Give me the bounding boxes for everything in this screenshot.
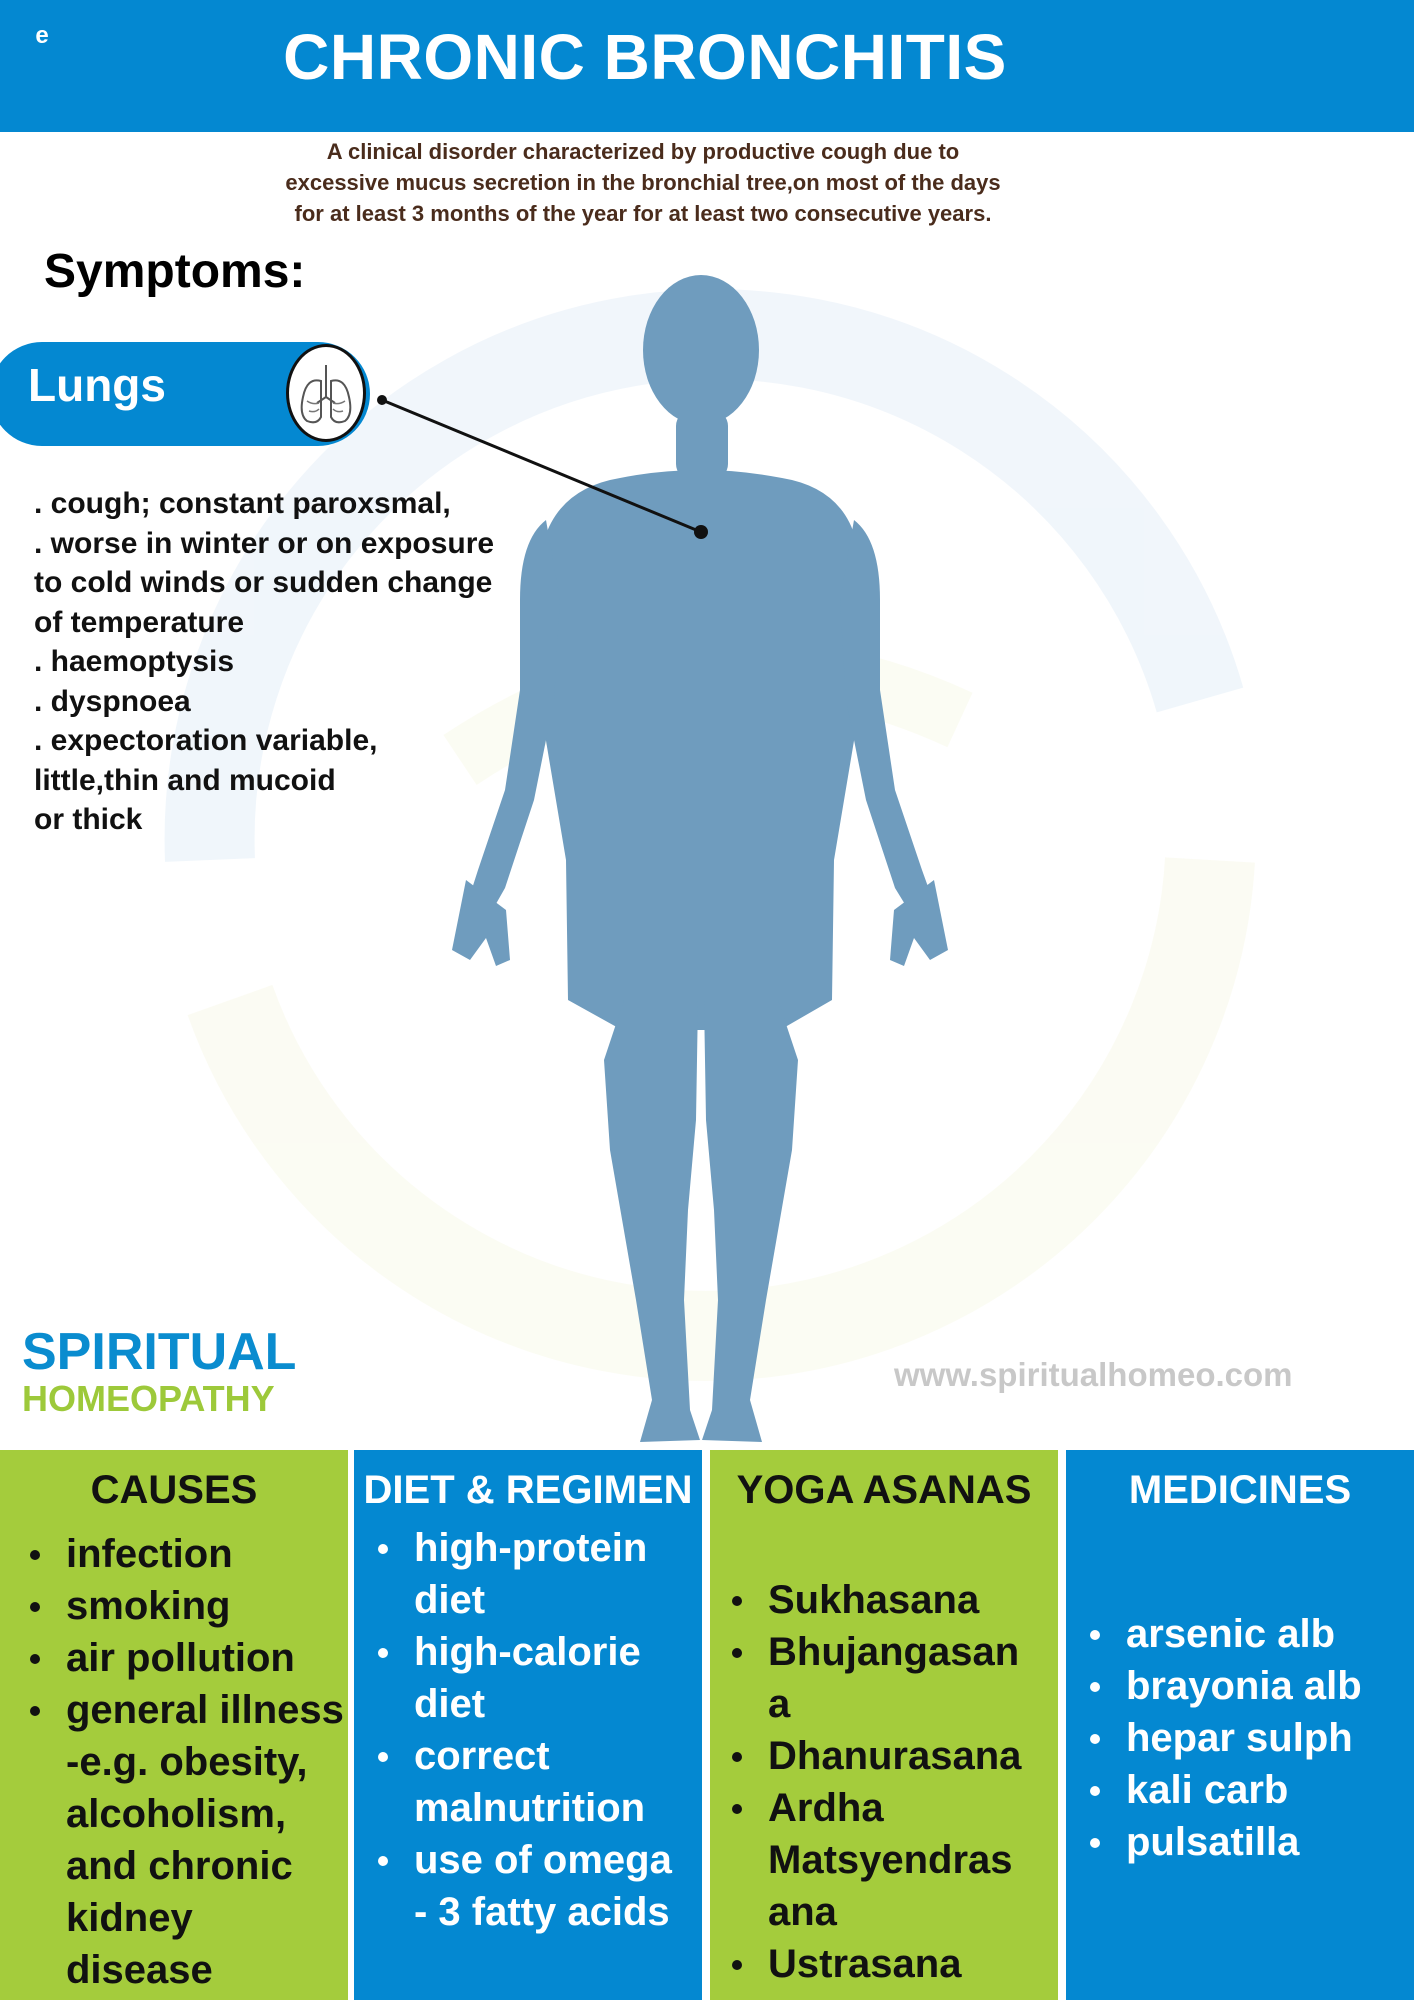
organ-label: Lungs (28, 359, 166, 411)
causes-panel: CAUSES infection smoking air pollution g… (0, 1450, 348, 2000)
list-item: pulsatilla (1084, 1816, 1362, 1868)
symptom-line: . worse in winter or on exposure (34, 526, 495, 560)
list-item: air pollution (24, 1632, 344, 1684)
page-title: CHRONIC BRONCHITIS (283, 21, 1007, 93)
panel-title: MEDICINES (1128, 1468, 1352, 1512)
website-link[interactable]: www.spiritualhomeo.com (894, 1356, 1293, 1393)
list-item: Matsyendras (768, 1838, 1013, 1882)
symptom-line: little,thin and mucoid (34, 763, 336, 797)
list-item: arsenic alb (1084, 1608, 1362, 1660)
yoga-panel: YOGA ASANAS Sukhasana Bhujangasan a Dhan… (710, 1450, 1058, 2000)
list-item: - 3 fatty acids (414, 1890, 670, 1934)
lungs-icon (286, 344, 366, 442)
header-banner: e CHRONIC BRONCHITIS (0, 0, 1414, 132)
symptom-line: . expectoration variable, (34, 724, 378, 757)
human-silhouette (452, 275, 948, 1442)
definition-text: A clinical disorder characterized by pro… (230, 136, 1056, 229)
symptoms-heading: Symptoms: (44, 245, 306, 298)
list-item: Ustrasana (726, 1938, 1021, 1990)
panel-title: YOGA ASANAS (736, 1468, 1032, 1512)
medicines-list: arsenic alb brayonia alb hepar sulph kal… (1084, 1608, 1362, 1868)
list-item: infection (24, 1528, 344, 1580)
list-item: ana (768, 1890, 837, 1934)
logo-mark: e (35, 22, 49, 49)
panel-title: CAUSES (90, 1468, 258, 1512)
list-item: and chronic (66, 1844, 293, 1888)
list-item: high-calorie (372, 1626, 672, 1678)
lungs-pointer (377, 395, 708, 539)
list-item: general illness (24, 1684, 344, 1736)
list-item: Bhujangasan (726, 1626, 1021, 1678)
definition-line: A clinical disorder characterized by pro… (326, 139, 960, 164)
list-item: brayonia alb (1084, 1660, 1362, 1712)
list-item: correct (372, 1730, 672, 1782)
brand-subtitle: HOMEOPATHY (22, 1378, 275, 1419)
yoga-list: Sukhasana Bhujangasan a Dhanurasana Ardh… (726, 1574, 1021, 1990)
symptom-list: . cough; constant paroxsmal, . worse in … (34, 484, 554, 840)
diet-panel: DIET & REGIMEN high-protein diet high-ca… (354, 1450, 702, 2000)
list-item: kali carb (1084, 1764, 1362, 1816)
symptom-line: . haemoptysis (34, 645, 235, 678)
list-item: use of omega (372, 1834, 672, 1886)
definition-line: for at least 3 months of the year for at… (294, 201, 992, 226)
list-item: alcoholism, (66, 1792, 287, 1836)
definition-line: excessive mucus secretion in the bronchi… (285, 170, 1001, 195)
body-illustration (164, 275, 1255, 1442)
list-item: -e.g. obesity, (66, 1740, 308, 1784)
list-item: diet (414, 1682, 486, 1726)
list-item: diet (414, 1578, 486, 1622)
list-item: high-protein (372, 1522, 672, 1574)
list-item: kidney (66, 1896, 193, 1940)
list-item: Sukhasana (726, 1574, 1021, 1626)
panel-title: DIET & REGIMEN (363, 1468, 693, 1512)
diet-list: high-protein diet high-calorie diet corr… (372, 1522, 672, 1938)
symptom-line: or thick (34, 803, 143, 836)
causes-list: infection smoking air pollution general … (24, 1528, 344, 1996)
symptom-line: of temperature (34, 605, 245, 639)
symptom-line: . cough; constant paroxsmal, (34, 487, 451, 520)
medicines-panel: MEDICINES arsenic alb brayonia alb hepar… (1066, 1450, 1414, 2000)
symptom-line: to cold winds or sudden change (34, 566, 493, 599)
symptom-line: . dyspnoea (34, 684, 191, 718)
brand-name: SPIRITUAL (22, 1323, 297, 1381)
list-item: malnutrition (414, 1786, 646, 1830)
list-item: hepar sulph (1084, 1712, 1362, 1764)
list-item: Dhanurasana (726, 1730, 1021, 1782)
list-item: Ardha (726, 1782, 1021, 1834)
list-item: disease (66, 1948, 213, 1992)
list-item: smoking (24, 1580, 344, 1632)
list-item: a (768, 1682, 791, 1726)
